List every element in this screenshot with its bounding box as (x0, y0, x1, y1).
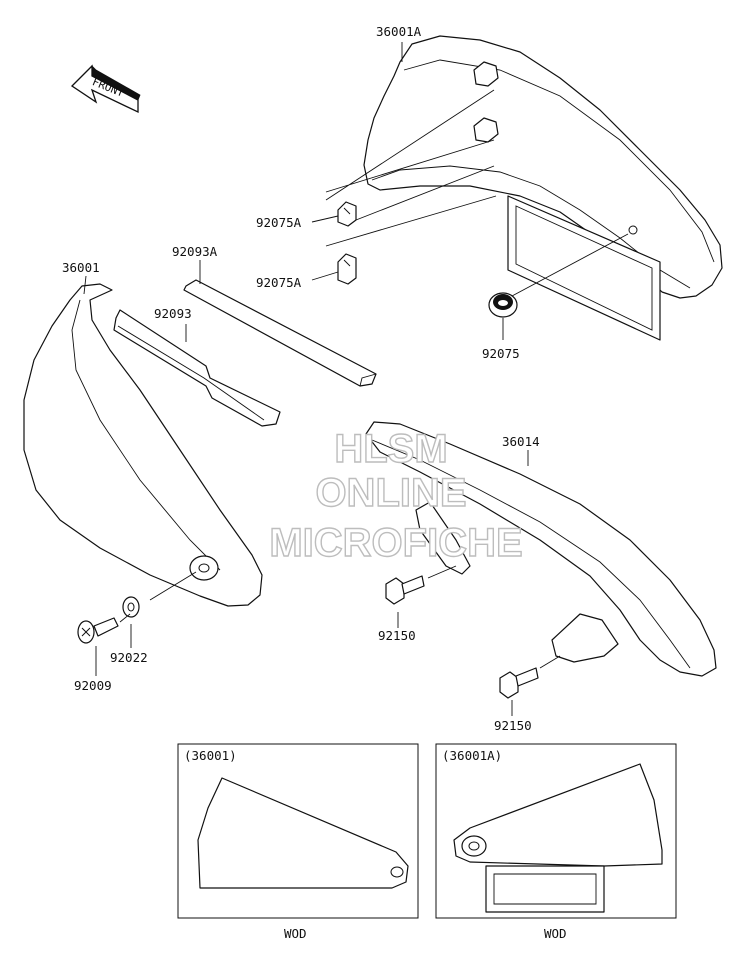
label-92150-1: 92150 (378, 628, 416, 643)
part-92075-grommet (488, 292, 518, 318)
inset-36001A: (36001A) WOD (435, 743, 677, 941)
watermark-line-1: HLSM (334, 427, 447, 471)
front-arrow-icon: FRONT (70, 64, 141, 114)
watermark: HLSM ONLINE MICROFICHE (269, 426, 524, 565)
inset-36001: (36001) WOD (177, 743, 419, 941)
part-92093-strip (113, 309, 281, 427)
part-36001A-cover (363, 35, 723, 341)
inset-36001A-title: (36001A) (442, 748, 502, 763)
label-92009: 92009 (74, 678, 112, 693)
label-92093: 92093 (154, 306, 192, 321)
part-92022-washer (122, 596, 140, 618)
part-92150-bolt-2 (499, 667, 539, 699)
label-36001: 36001 (62, 260, 100, 275)
part-92150-bolt-1 (385, 575, 425, 605)
part-36001-cover (23, 283, 263, 607)
part-92093A-strip (183, 279, 377, 387)
part-92075A-clip-1 (337, 201, 357, 227)
label-92075: 92075 (482, 346, 520, 361)
watermark-line-3: MICROFICHE (269, 521, 522, 565)
inset-36001-caption: WOD (284, 926, 307, 941)
watermark-line-2: ONLINE (315, 471, 466, 515)
inset-36001-title: (36001) (184, 748, 237, 763)
leader-lines (83, 42, 629, 716)
part-92009-screw (77, 617, 119, 644)
part-36014-guard (365, 421, 717, 677)
label-92093A: 92093A (172, 244, 218, 259)
label-92022: 92022 (110, 650, 148, 665)
part-92075A-clip-2 (337, 253, 357, 285)
label-36014: 36014 (502, 434, 540, 449)
label-36001A: 36001A (376, 24, 422, 39)
label-92075A-2: 92075A (256, 275, 302, 290)
inset-36001A-caption: WOD (544, 926, 567, 941)
label-92075A-1: 92075A (256, 215, 302, 230)
label-92150-2: 92150 (494, 718, 532, 733)
